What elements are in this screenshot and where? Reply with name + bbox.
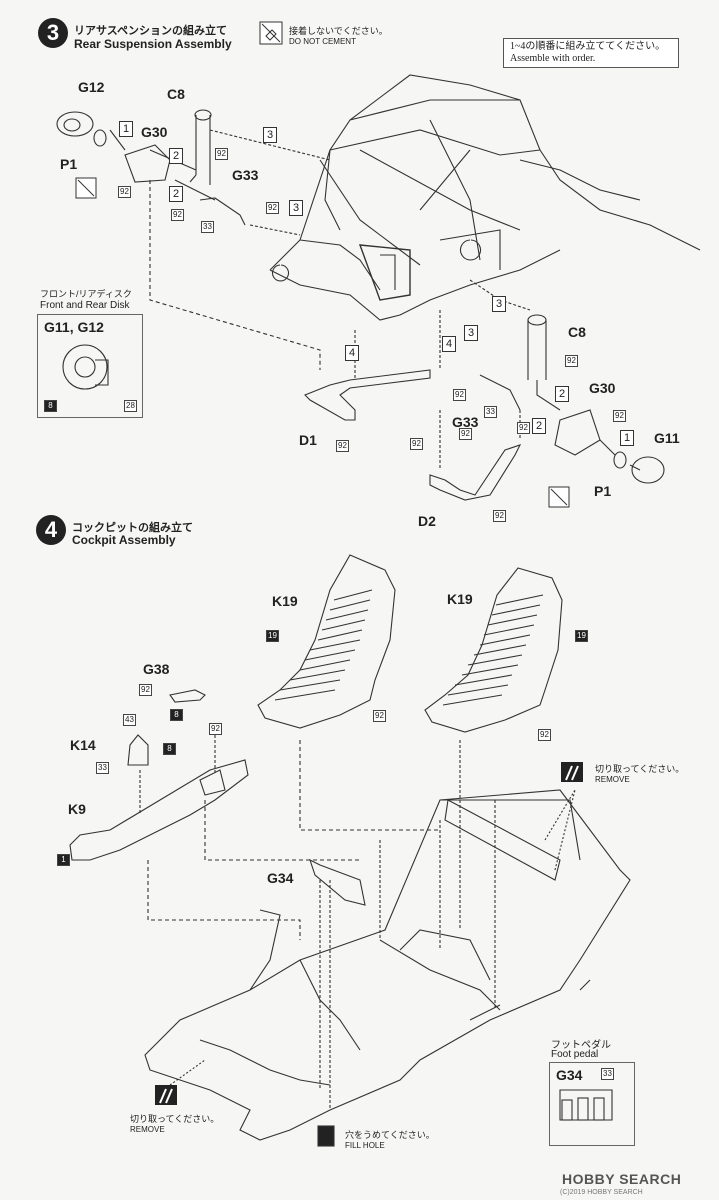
rear-chassis-drawing (269, 74, 701, 321)
color-mark: 92 (336, 440, 349, 452)
color-mark: 33 (484, 406, 497, 418)
hobby-search-logo: HOBBY SEARCH (562, 1171, 681, 1187)
color-mark: 33 (601, 1068, 614, 1080)
part-label-k19-left: K19 (272, 593, 298, 609)
color-mark: 1 (57, 854, 70, 866)
color-mark: 92 (613, 410, 626, 422)
part-label-k9: K9 (68, 801, 86, 817)
order-mark: 2 (169, 148, 183, 164)
assembly-order-jp: 1~4の順番に組み立ててください。 (510, 41, 666, 52)
part-label-g11: G11 (654, 430, 680, 446)
step-3-title-jp: リアサスペンションの組み立て (74, 25, 228, 37)
right-hub-drawing (469, 279, 665, 484)
color-mark: 8 (44, 400, 57, 412)
part-label-k19-right: K19 (447, 591, 473, 607)
foot-pedal-inset-box: G34 (549, 1062, 635, 1146)
disk-inset-title-jp: フロント/リアディスク (40, 289, 132, 299)
part-label-d2: D2 (418, 513, 436, 529)
fill-hole-jp: 穴をうめてください。 (345, 1130, 435, 1140)
order-mark: 4 (345, 345, 359, 361)
color-mark: 92 (171, 209, 184, 221)
foot-pedal-part: G34 (556, 1067, 583, 1083)
assembly-order-note: 1~4の順番に組み立ててください。 Assemble with order. (503, 38, 679, 68)
part-label-c8-right: C8 (568, 324, 586, 340)
color-mark: 43 (123, 714, 136, 726)
step-4-title-en: Cockpit Assembly (72, 533, 176, 547)
order-mark: 3 (464, 325, 478, 341)
step-4-title-jp: コックピットの組み立て (72, 522, 193, 534)
color-mark: 92 (410, 438, 423, 450)
part-label-p1-left: P1 (60, 156, 78, 172)
color-mark: 92 (565, 355, 578, 367)
color-mark: 92 (266, 202, 279, 214)
disk-inset-box: G11, G12 (37, 314, 143, 418)
color-mark: 92 (118, 186, 131, 198)
order-mark: 4 (442, 336, 456, 352)
color-mark: 92 (139, 684, 152, 696)
do-not-cement-icon (259, 21, 283, 45)
color-mark: 92 (459, 428, 472, 440)
color-mark: 92 (453, 389, 466, 401)
step-3-title-en: Rear Suspension Assembly (74, 37, 232, 51)
color-mark: 33 (96, 762, 109, 774)
color-mark: 92 (215, 148, 228, 160)
part-label-g30-right: G30 (589, 380, 616, 396)
order-mark: 3 (492, 296, 506, 312)
fill-hole-icon-drawing (317, 1125, 335, 1147)
foot-pedal-inset-drawing (559, 1089, 613, 1121)
color-mark: 19 (266, 630, 279, 642)
part-label-d1: D1 (299, 432, 317, 448)
disk-inset-drawing (62, 344, 109, 390)
part-label-c8-left: C8 (167, 86, 185, 102)
part-label-g12: G12 (78, 79, 105, 95)
part-label-g34: G34 (267, 870, 294, 886)
suspension-arms-drawing (304, 310, 522, 501)
do-not-cement-jp: 接着しないでください。 (289, 26, 388, 36)
part-label-g30-left: G30 (141, 124, 168, 140)
color-mark: 92 (209, 723, 222, 735)
seats-drawing (257, 554, 563, 733)
order-mark: 3 (289, 200, 303, 216)
hobby-search-brand: HOBBY SEARCH (562, 1171, 682, 1187)
color-mark: 8 (163, 743, 176, 755)
order-mark: 3 (263, 127, 277, 143)
console-drawing (69, 689, 360, 940)
order-mark: 1 (620, 430, 634, 446)
color-mark: 8 (170, 709, 183, 721)
part-label-p1-right: P1 (594, 483, 612, 499)
color-mark: 92 (538, 729, 551, 741)
assembly-order-en: Assemble with order. (510, 53, 596, 64)
step-4-number: 4 (36, 515, 66, 545)
foot-pedal-title-en: Foot pedal (551, 1049, 599, 1060)
part-label-k14: K14 (70, 737, 96, 753)
remove-note-right-jp: 切り取ってください。 (595, 764, 685, 774)
color-mark: 92 (373, 710, 386, 722)
do-not-cement-en: DO NOT CEMENT (289, 37, 356, 46)
part-label-g33-right: G33 (452, 414, 479, 430)
color-mark: 92 (517, 422, 530, 434)
order-mark: 1 (119, 121, 133, 137)
fill-hole-en: FILL HOLE (345, 1141, 385, 1150)
part-label-g33-left: G33 (232, 167, 259, 183)
color-mark: 19 (575, 630, 588, 642)
footer-copyright: (C)2019 HOBBY SEARCH (560, 1189, 643, 1196)
foot-pedal-title-jp: フットペダル (551, 1040, 611, 1051)
disk-inset-title-en: Front and Rear Disk (40, 300, 130, 311)
remove-note-left-en: REMOVE (130, 1125, 165, 1134)
part-label-g38: G38 (143, 661, 170, 677)
remove-note-left-jp: 切り取ってください。 (130, 1114, 220, 1124)
order-mark: 2 (169, 186, 183, 202)
cockpit-tub-drawing (144, 740, 631, 1141)
step-3-number: 3 (38, 18, 68, 48)
color-mark: 92 (493, 510, 506, 522)
order-mark: 2 (532, 418, 546, 434)
disk-inset-parts: G11, G12 (44, 319, 104, 335)
color-mark: 33 (201, 221, 214, 233)
order-mark: 2 (555, 386, 569, 402)
remove-note-right-en: REMOVE (595, 775, 630, 784)
color-mark: 28 (124, 400, 137, 412)
